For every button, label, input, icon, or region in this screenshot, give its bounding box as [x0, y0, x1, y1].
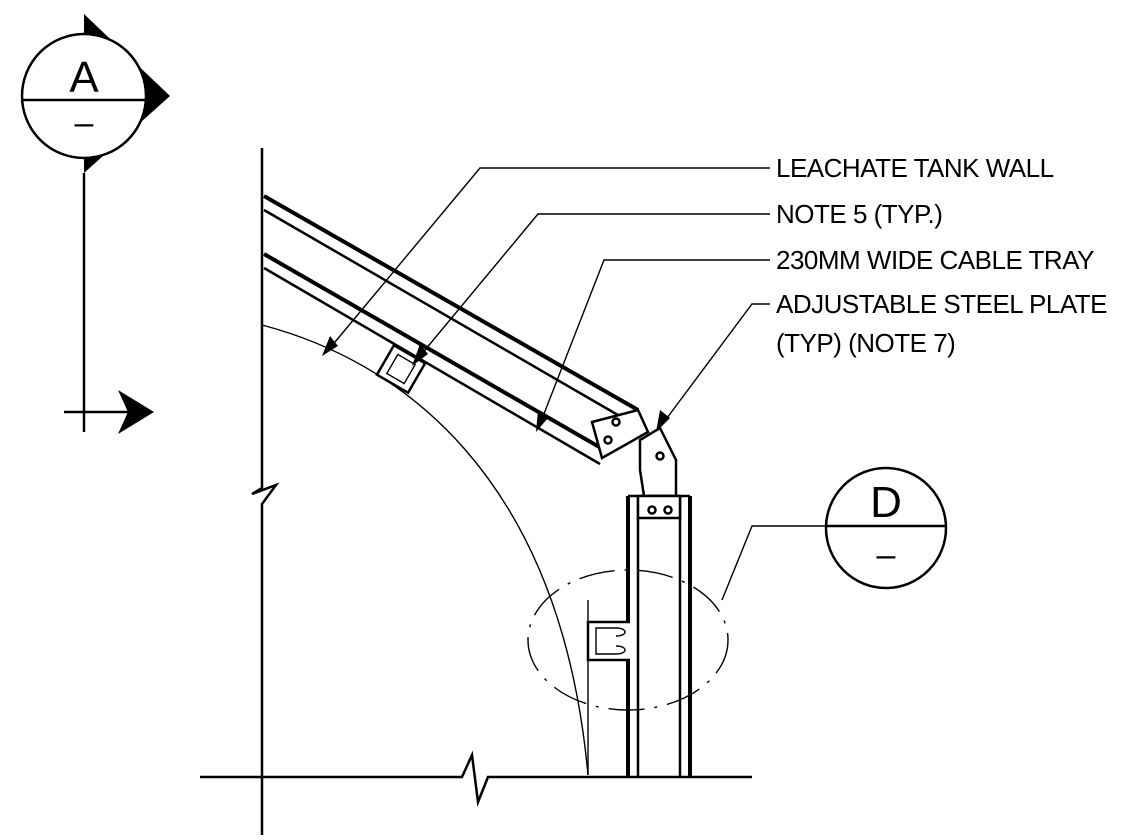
- label-adjustable-plate-line2: (TYP) (NOTE 7): [776, 328, 955, 358]
- bolt-icon: [655, 451, 665, 461]
- plate-outline: [638, 426, 678, 498]
- label-cable-tray: 230MM WIDE CABLE TRAY: [776, 245, 1094, 275]
- vtray-bracket: [636, 494, 682, 520]
- bolt-icon: [663, 505, 673, 515]
- lower-strut-outer: [586, 620, 630, 662]
- leader-arrowhead: [412, 344, 428, 366]
- wall-break-line: [251, 148, 280, 835]
- lower-channel-strut: [586, 620, 630, 662]
- tank-wall: [251, 148, 589, 835]
- tank-wall-curve: [261, 324, 589, 776]
- upper-channel-strut: [375, 343, 427, 395]
- cable-tray-sloped: [263, 194, 650, 466]
- label-note-5: NOTE 5 (TYP.): [776, 199, 942, 229]
- detail-leader: [721, 525, 830, 601]
- label-adjustable-plate-line1: ADJUSTABLE STEEL PLATE: [776, 289, 1107, 319]
- leader-arrowhead: [656, 410, 670, 432]
- section-bubble: [20, 32, 148, 160]
- leader-arrowhead: [536, 410, 548, 432]
- label-leachate-tank-wall: LEACHATE TANK WALL: [776, 153, 1054, 183]
- strut-outer: [375, 343, 427, 395]
- view-direction-arrowhead: [118, 390, 154, 434]
- cable-tray-vertical: [626, 494, 692, 777]
- bolt-icon: [603, 435, 613, 445]
- bolt-icon: [647, 505, 657, 515]
- leader-lines: [322, 167, 770, 432]
- tray-bottom-edge-2: [263, 266, 601, 466]
- lower-strut-inner: [595, 627, 616, 655]
- detail-sheet: –: [877, 536, 896, 574]
- adjustable-steel-plate: [638, 426, 678, 498]
- ground-break-line: [200, 750, 752, 807]
- leader-note-5: [419, 213, 770, 357]
- tray-top-edge-2: [263, 208, 631, 424]
- tray-bottom-edge-1: [263, 252, 609, 454]
- section-sheet: –: [75, 104, 94, 142]
- leader-arrowhead: [322, 336, 338, 356]
- detail-letter: D: [870, 478, 902, 527]
- bolt-icon: [611, 417, 621, 427]
- leader-adjustable-plate: [663, 303, 770, 423]
- strut-inner: [385, 353, 417, 385]
- section-cut-marker: A –: [20, 14, 170, 434]
- tray-end-plate: [590, 408, 650, 460]
- detail-bubble: [824, 466, 948, 590]
- tray-top-edge-1: [263, 194, 639, 412]
- lower-strut-lip-top: [615, 627, 626, 637]
- leader-tank-wall: [329, 167, 770, 349]
- detail-marker: D –: [824, 466, 948, 590]
- leader-cable-tray: [539, 259, 770, 425]
- detail-boundary: [527, 569, 729, 711]
- lower-strut-lip-bottom: [615, 645, 626, 655]
- callout-labels: LEACHATE TANK WALL NOTE 5 (TYP.) 230MM W…: [776, 153, 1108, 358]
- section-letter: A: [69, 53, 99, 102]
